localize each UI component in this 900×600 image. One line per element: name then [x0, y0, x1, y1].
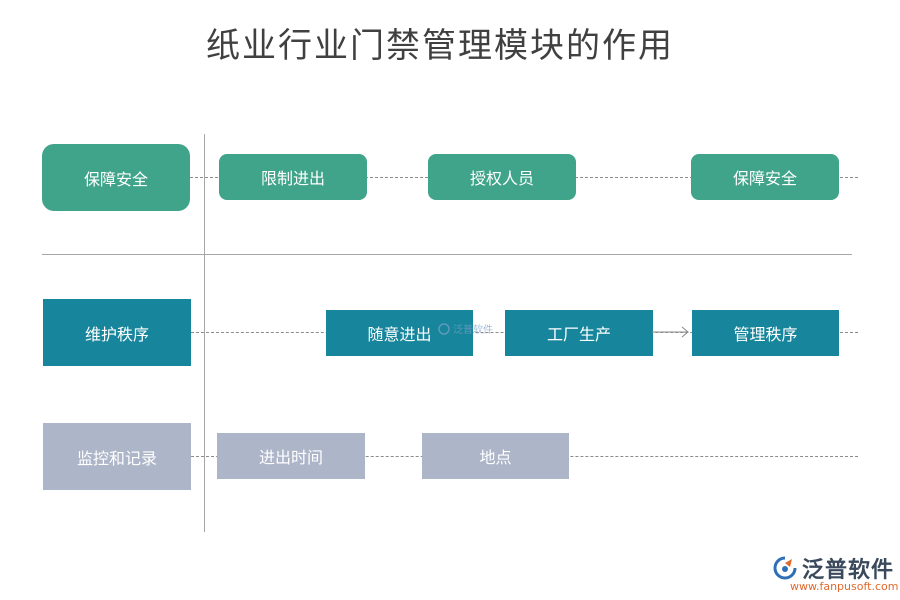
- item-box-access-time: 进出时间: [217, 433, 365, 479]
- vertical-divider: [204, 134, 205, 532]
- item-box-authorized-personnel: 授权人员: [428, 154, 576, 200]
- item-box-ensure-security: 保障安全: [691, 154, 839, 200]
- item-box-location: 地点: [422, 433, 569, 479]
- item-box-factory-production: 工厂生产: [505, 310, 653, 356]
- item-box-free-access: 随意进出: [326, 310, 473, 356]
- item-box-restrict-access: 限制进出: [219, 154, 367, 200]
- category-box-monitoring: 监控和记录: [43, 423, 191, 490]
- watermark-logo-icon: [438, 322, 450, 335]
- watermark: 泛普软件: [438, 321, 493, 336]
- brand-url: www.fanpusoft.com: [790, 580, 899, 593]
- arrow-icon: [652, 326, 689, 338]
- brand-name: 泛普软件: [802, 558, 895, 583]
- category-box-order: 维护秩序: [43, 299, 191, 366]
- diagram-title: 纸业行业门禁管理模块的作用: [206, 26, 674, 66]
- brand-logo: 泛普软件: [772, 552, 894, 584]
- horizontal-divider: [42, 254, 852, 255]
- brand-logo-icon: [773, 556, 797, 580]
- item-box-manage-order: 管理秩序: [692, 310, 839, 356]
- watermark-text: 泛普软件: [453, 325, 493, 336]
- category-box-security: 保障安全: [42, 144, 190, 211]
